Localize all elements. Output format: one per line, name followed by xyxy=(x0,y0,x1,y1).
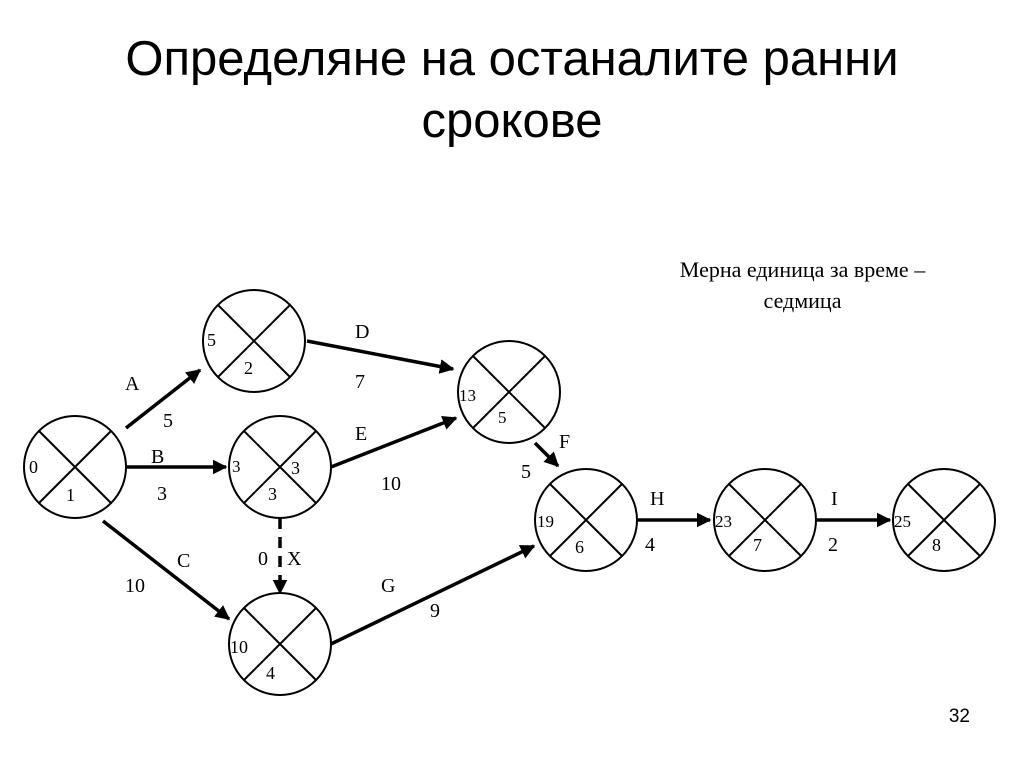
activity-e-duration: 10 xyxy=(381,473,401,495)
note-line-1: Мерна единица за време – xyxy=(679,257,926,282)
arrow-c xyxy=(101,519,231,621)
activity-i-duration: 2 xyxy=(828,534,838,556)
time-unit-note: Мерна единица за време – седмица xyxy=(620,254,985,316)
activity-h-name: H xyxy=(650,488,664,510)
node-7-id: 7 xyxy=(753,535,762,555)
activity-e-name: E xyxy=(355,423,367,445)
node-2: 5 2 xyxy=(202,289,306,393)
activity-g-name: G xyxy=(381,575,395,597)
node-3-early: 3 xyxy=(232,457,241,476)
node-5-id: 5 xyxy=(498,408,507,427)
activity-i-name: I xyxy=(831,488,838,510)
note-line-2: седмица xyxy=(763,288,842,313)
node-3: 3 3 3 xyxy=(228,415,332,519)
node-6-id: 6 xyxy=(575,537,584,557)
node-3-id: 3 xyxy=(291,458,300,478)
node-8-early: 25 xyxy=(894,512,911,531)
activity-b-duration: 3 xyxy=(157,483,167,505)
node-4: 10 4 xyxy=(228,592,332,696)
activity-x-name: X xyxy=(287,548,302,570)
activity-labels: A 5 B 3 C 10 D 7 E 10 F 5 G 9 H 4 I 2 0 … xyxy=(125,321,838,622)
node-4-early: 10 xyxy=(230,637,248,657)
title-line-2: срокове xyxy=(421,94,603,148)
node-5: 13 5 xyxy=(457,340,561,444)
activity-h-duration: 4 xyxy=(645,534,655,556)
arrow-g xyxy=(330,544,536,646)
node-6: 19 6 xyxy=(534,468,638,572)
slide-title: Определяне на останалите ранни срокове xyxy=(0,28,1024,152)
node-5-early: 13 xyxy=(459,386,476,405)
arrow-a xyxy=(124,368,202,430)
activity-f-name: F xyxy=(559,431,570,453)
node-6-early: 19 xyxy=(537,512,554,531)
activity-g-duration: 9 xyxy=(430,600,440,622)
arrow-e xyxy=(330,415,458,469)
activity-d-duration: 7 xyxy=(355,371,365,393)
arrow-f xyxy=(533,441,560,468)
title-line-1: Определяне на останалите ранни xyxy=(125,32,899,86)
node-7-early: 23 xyxy=(715,512,732,531)
node-1-early: 0 xyxy=(29,457,38,477)
node-8: 25 8 xyxy=(892,468,996,572)
arrow-d xyxy=(306,339,455,374)
node-2-id: 2 xyxy=(244,358,253,378)
activity-d-name: D xyxy=(355,321,369,343)
activity-a-name: A xyxy=(125,373,140,395)
node-4-id: 4 xyxy=(266,663,275,683)
node-1-id: 1 xyxy=(66,485,75,505)
node-8-id: 8 xyxy=(932,535,941,555)
node-2-early: 5 xyxy=(207,330,216,350)
activity-b-name: B xyxy=(151,446,164,468)
activity-a-duration: 5 xyxy=(163,410,173,432)
node-3-id-lower: 3 xyxy=(268,484,277,504)
page-number: 32 xyxy=(948,706,970,727)
node-7: 23 7 xyxy=(713,468,817,572)
node-1: 0 1 xyxy=(23,415,127,519)
activity-x-duration: 0 xyxy=(258,548,268,570)
activity-f-duration: 5 xyxy=(521,461,531,483)
activity-c-name: C xyxy=(177,550,190,572)
arrows xyxy=(101,339,892,646)
activity-c-duration: 10 xyxy=(125,575,145,597)
